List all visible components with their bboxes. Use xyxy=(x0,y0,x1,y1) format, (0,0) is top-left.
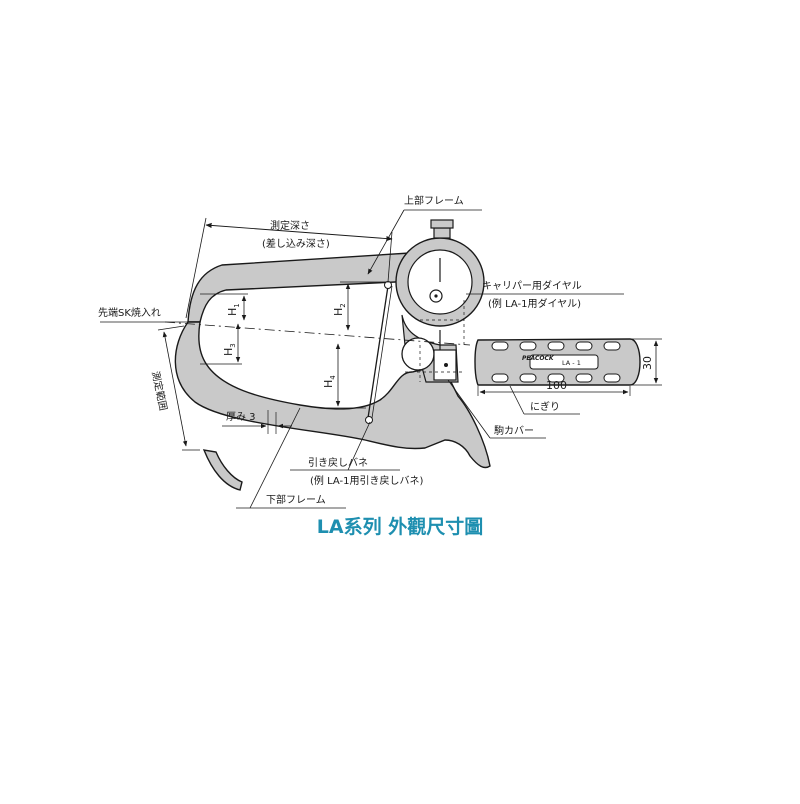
upper-frame-label: 上部フレーム xyxy=(404,194,464,207)
handle-ridges xyxy=(491,341,621,383)
dial-stem xyxy=(433,227,451,239)
depth-dimension xyxy=(205,222,393,242)
lower-frame-label: 下部フレーム xyxy=(266,493,326,506)
dial-knob xyxy=(430,219,454,229)
brand-label: PEACOCK xyxy=(522,355,555,362)
dial-label: キャリパー用ダイヤル xyxy=(482,279,582,292)
h1-label: H1 xyxy=(226,303,241,316)
dial-example-label: (例 LA-1用ダイヤル) xyxy=(488,297,581,310)
thickness-label: 厚み 3 xyxy=(226,411,256,423)
spring-line xyxy=(367,285,389,419)
tip-label: 先端SK焼入れ xyxy=(98,306,161,319)
spring-example-label: (例 LA-1用引き戻しバネ) xyxy=(310,474,423,487)
h3-label: H3 xyxy=(222,343,237,356)
h2-label: H2 xyxy=(332,303,347,316)
lower-tip-hook xyxy=(202,449,243,491)
depth-label: 測定深さ xyxy=(270,219,310,232)
insert-depth-label: (差し込み深さ) xyxy=(262,237,330,250)
grip-label: にぎり xyxy=(530,400,560,413)
piece-cover-label: 駒カバー xyxy=(494,425,534,437)
lower-frame-shape xyxy=(174,321,491,469)
diagram-caption: LA系列 外觀尺寸圖 xyxy=(316,516,484,538)
spring-label: 引き戻しバネ xyxy=(308,456,368,469)
length-label: 100 xyxy=(546,379,567,392)
h4-label: H4 xyxy=(322,375,337,388)
model-label: LA - 1 xyxy=(562,359,581,367)
range-label: 測定範囲 xyxy=(149,370,170,412)
range-dimension xyxy=(162,331,188,447)
center-dashed-line xyxy=(164,321,471,346)
diameter-label: 30 xyxy=(641,356,654,370)
pivot-circle xyxy=(401,337,435,371)
